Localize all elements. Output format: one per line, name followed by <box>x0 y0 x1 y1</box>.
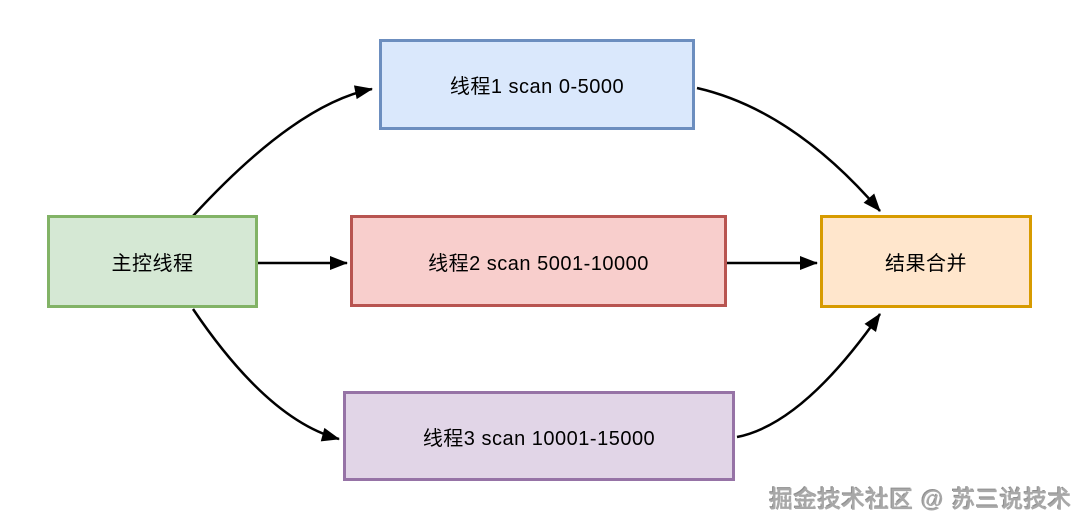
node-thread2-scan-label: 线程2 scan 5001-10000 <box>428 252 649 275</box>
node-thread3-scan-label: 线程3 scan 10001-15000 <box>422 427 656 450</box>
node-thread1-scan[interactable]: 线程1 scan 0-5000 <box>379 39 695 130</box>
node-thread1-scan-label: 线程1 scan 0-5000 <box>449 76 625 98</box>
node-result-merge-label: 结果合并 <box>885 253 967 275</box>
node-thread2-scan[interactable]: 线程2 scan 5001-10000 <box>350 215 727 307</box>
node-master-thread[interactable]: 主控线程 <box>47 215 258 308</box>
arrow-thread1-to-merge <box>696 86 881 212</box>
node-master-thread-label: 主控线程 <box>111 253 194 275</box>
node-result-merge[interactable]: 结果合并 <box>820 215 1032 308</box>
arrow-thread3-to-merge <box>736 313 882 439</box>
watermark: 掘金技术社区 @ 苏三说技术 <box>769 486 1072 512</box>
node-thread3-scan[interactable]: 线程3 scan 10001-15000 <box>343 391 735 481</box>
arrow-master-to-thread3 <box>191 308 340 442</box>
arrow-master-to-thread1 <box>192 85 373 217</box>
